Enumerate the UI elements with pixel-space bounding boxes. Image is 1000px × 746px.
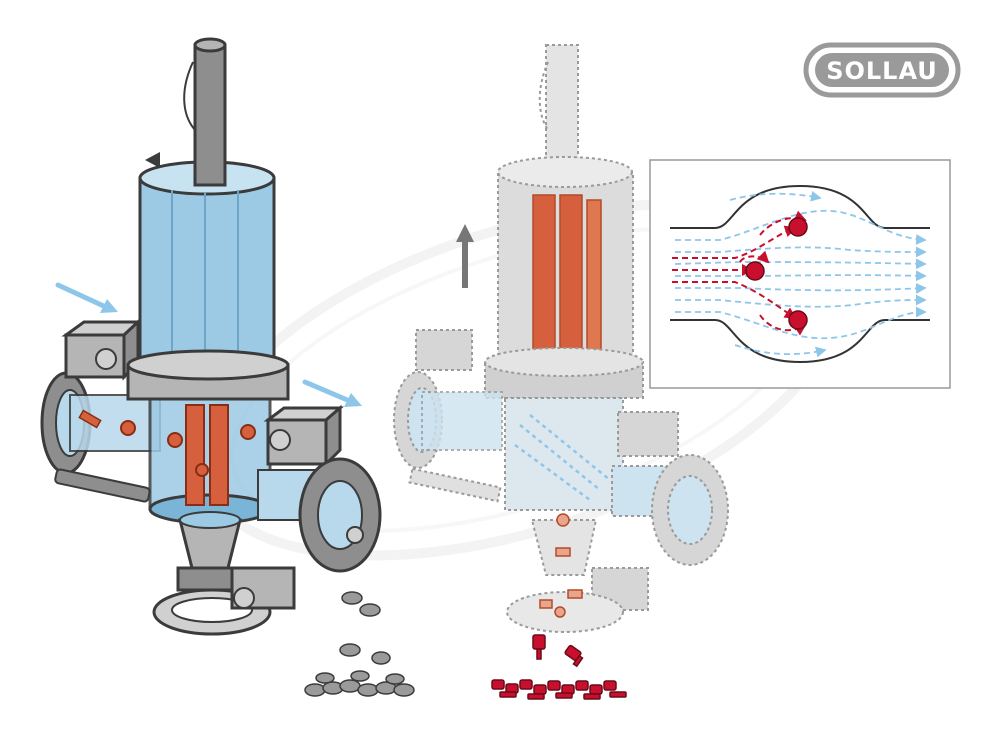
red-screw-pile — [491, 679, 627, 700]
left-device — [40, 37, 415, 697]
red-flow-lines — [672, 210, 807, 336]
red-screws — [491, 634, 627, 700]
arrow-right-icon — [302, 379, 362, 407]
bottom-funnel — [152, 511, 296, 636]
arrow-up-icon — [456, 224, 474, 288]
middle-collar — [126, 349, 290, 401]
screw-icon — [539, 513, 583, 618]
glass-cylinder — [138, 152, 276, 375]
flow-inset — [649, 159, 951, 389]
right-device — [393, 44, 729, 633]
orange-filter-rods — [532, 194, 602, 366]
arrow-right-icon — [55, 282, 118, 313]
left-inlet-pipe — [40, 371, 161, 503]
top-junction-box — [61, 318, 142, 381]
top-rod — [183, 37, 227, 187]
logo-text: SOLLAU — [826, 57, 938, 85]
sollau-logo: SOLLAU — [803, 42, 961, 98]
right-junction-box — [263, 404, 345, 468]
blue-dash-flow — [514, 414, 611, 502]
circle-icon — [745, 217, 808, 330]
right-outlet-flange — [257, 457, 382, 573]
gray-particles — [304, 591, 415, 697]
